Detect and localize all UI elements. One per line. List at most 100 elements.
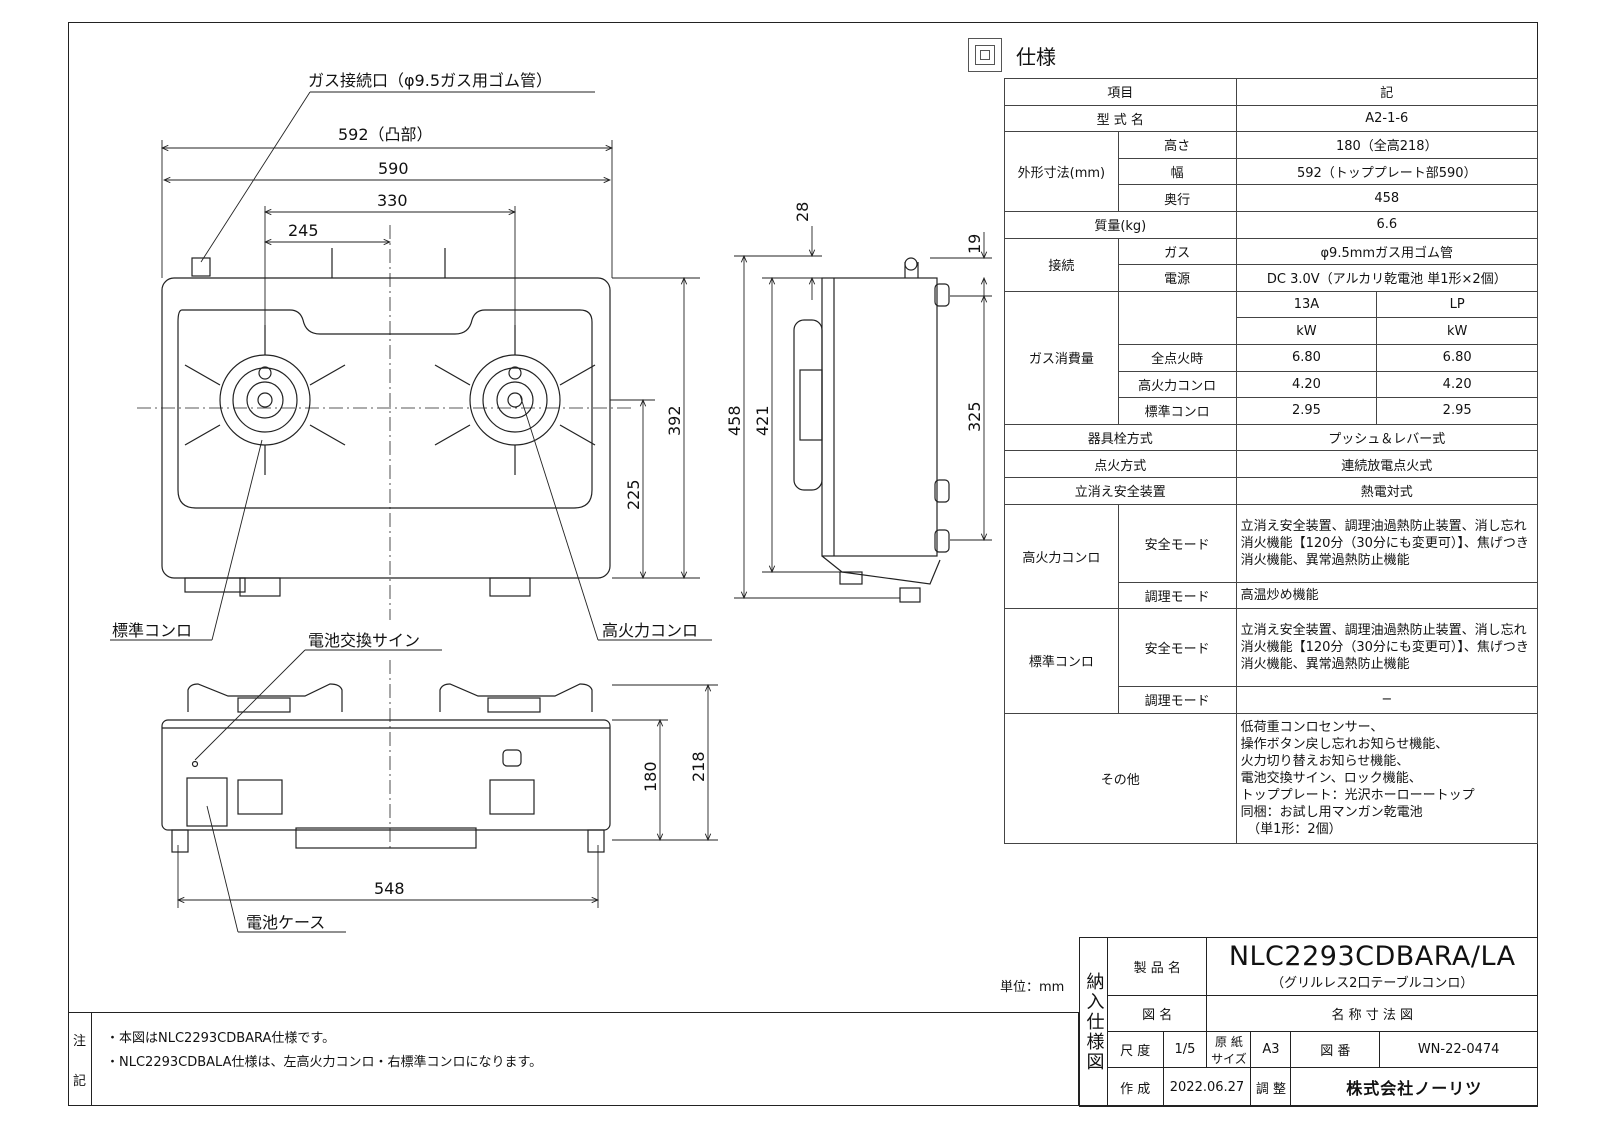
- other-line: （単1形：2個）: [1240, 821, 1342, 837]
- other-features-cell: 低荷重コンロセンサー、 操作ボタン戻し忘れお知らせ機能、 火力切り替えお知らせ機…: [1235, 712, 1539, 844]
- spec-title-text: 仕様: [1016, 44, 1056, 69]
- drawing-name: 名 称 寸 法 図: [1206, 995, 1538, 1032]
- other-line: 低荷重コンロセンサー、: [1240, 719, 1384, 735]
- spec-table: 項目 記 型 式 名 A2-1-6 外形寸法(mm) 高さ 180（全高218）…: [1004, 78, 1539, 844]
- paper-size-label: 原 紙 サイズ: [1206, 1031, 1252, 1068]
- dim-592-label: 592（凸部）: [338, 125, 433, 144]
- table-row: 質量(kg) 6.6: [1004, 210, 1539, 239]
- table-cell: 6.80: [1376, 343, 1538, 372]
- table-cell: 調理モード: [1117, 686, 1237, 714]
- table-row: 高火力コンロ 安全モード 立消え安全装置、調理油過熱防止装置、消し忘れ消火機能【…: [1004, 503, 1539, 610]
- scale-value: 1/5: [1162, 1031, 1208, 1068]
- table-cell: 6.80: [1235, 343, 1378, 372]
- table-cell: 接続: [1004, 237, 1119, 292]
- table-cell: 高温炒め機能: [1235, 581, 1539, 610]
- table-row: 高火力コンロ 4.20 4.20: [1005, 370, 1538, 399]
- table-cell: 幅: [1117, 157, 1237, 186]
- table-cell: A2-1-6: [1235, 104, 1539, 133]
- table-row: 幅 592（トッププレート部590）: [1005, 157, 1539, 186]
- table-cell: その他: [1004, 712, 1237, 844]
- table-row: 調理モード −: [1005, 686, 1539, 714]
- dim-28-label: 28: [793, 202, 812, 222]
- table-row: その他 低荷重コンロセンサー、 操作ボタン戻し忘れお知らせ機能、 火力切り替えお…: [1004, 712, 1539, 844]
- table-cell: 立消え安全装置、調理油過熱防止装置、消し忘れ消火機能【120分（30分にも変更可…: [1235, 608, 1539, 688]
- table-cell: 高さ: [1117, 131, 1237, 159]
- notes-box: 注 記 ・本図はNLC2293CDBARA仕様です。 ・NLC2293CDBAL…: [68, 1012, 1079, 1106]
- table-cell: 点火方式: [1004, 450, 1237, 478]
- table-row: 接続 ガス φ9.5mmガス用ゴム管: [1004, 237, 1539, 292]
- table-cell: 標準コンロ: [1117, 397, 1237, 425]
- table-cell: 立消え安全装置: [1004, 476, 1237, 505]
- adjust-label: 調 整: [1250, 1067, 1292, 1107]
- dim-458-label: 458: [725, 405, 744, 436]
- battery-case-label: 電池ケース: [246, 913, 325, 932]
- other-line: 火力切り替えお知らせ機能、: [1240, 753, 1410, 769]
- table-cell: 調理モード: [1117, 581, 1237, 610]
- table-cell: 高火力コンロ: [1004, 503, 1119, 610]
- spec-title: 仕様: [968, 38, 1056, 72]
- table-cell: 4.20: [1235, 370, 1378, 399]
- product-name: NLC2293CDBARA/LA: [1228, 941, 1516, 972]
- table-cell: 4.20: [1376, 370, 1538, 399]
- note-line: ・NLC2293CDBALA仕様は、左高火力コンロ・右標準コンロになります。: [106, 1055, 543, 1070]
- dim-392-label: 392: [665, 405, 684, 436]
- table-cell: 458: [1235, 184, 1539, 212]
- high-burner-label: 高火力コンロ: [602, 621, 698, 640]
- square-icon: [968, 38, 1002, 72]
- table-cell: 安全モード: [1117, 608, 1237, 688]
- other-line: 同梱：お試し用マンガン乾電池: [1240, 804, 1423, 820]
- side-view: [793, 257, 950, 603]
- table-row: 奥行 458: [1005, 184, 1539, 212]
- table-cell: 連続放電点火式: [1235, 450, 1539, 478]
- table-cell: 器具栓方式: [1004, 423, 1237, 452]
- table-cell: 592（トッププレート部590）: [1235, 157, 1539, 186]
- table-cell: 13A: [1235, 290, 1378, 319]
- table-cell: φ9.5mmガス用ゴム管: [1235, 237, 1539, 266]
- dim-325-label: 325: [965, 401, 984, 432]
- unit-label: 単位：mm: [1000, 980, 1065, 995]
- table-cell: 記: [1235, 78, 1539, 106]
- table-cell: 高火力コンロ: [1117, 370, 1237, 399]
- table-cell: 熱電対式: [1235, 476, 1539, 505]
- table-cell: LP: [1376, 290, 1538, 319]
- table-cell: 6.6: [1235, 210, 1539, 239]
- technical-drawing: ガス接続口（φ9.5ガス用ゴム管） 592（凸部） 590 330 245 39…: [110, 71, 992, 933]
- table-cell: 180（全高218）: [1235, 131, 1539, 159]
- dim-225-label: 225: [624, 479, 643, 510]
- dim-19-label: 19: [965, 234, 984, 254]
- table-cell: 2.95: [1376, 397, 1538, 425]
- table-cell: 2.95: [1235, 397, 1378, 425]
- table-row: 器具栓方式 プッシュ＆レバー式: [1004, 423, 1539, 452]
- drawing-frame: [68, 22, 1538, 1106]
- table-row: 外形寸法(mm) 高さ 180（全高218）: [1004, 131, 1539, 212]
- standard-burner-label: 標準コンロ: [112, 621, 192, 640]
- table-row: 型 式 名 A2-1-6: [1004, 104, 1539, 133]
- table-cell: 外形寸法(mm): [1004, 131, 1119, 212]
- company-logo: 株式会社ノーリツ: [1290, 1067, 1538, 1107]
- notes-label-bottom: 記: [72, 1074, 86, 1090]
- dim-180-label: 180: [641, 761, 660, 792]
- table-cell: ガス消費量: [1004, 290, 1119, 425]
- notes-label-top: 注: [72, 1033, 86, 1049]
- dim-590-label: 590: [378, 159, 409, 178]
- table-row: 点火方式 連続放電点火式: [1004, 450, 1539, 478]
- table-row: 調理モード 高温炒め機能: [1005, 581, 1539, 610]
- dim-245-label: 245: [288, 221, 319, 240]
- table-cell: プッシュ＆レバー式: [1235, 423, 1539, 452]
- table-cell: −: [1235, 686, 1539, 714]
- table-cell: DC 3.0V（アルカリ乾電池 単1形×2個）: [1235, 264, 1539, 292]
- created-date: 2022.06.27: [1162, 1067, 1252, 1107]
- created-label: 作 成: [1106, 1067, 1164, 1107]
- table-row: 標準コンロ 安全モード 立消え安全装置、調理油過熱防止装置、消し忘れ消火機能【1…: [1004, 608, 1539, 714]
- table-row: 立消え安全装置 熱電対式: [1004, 476, 1539, 505]
- table-cell: ガス: [1117, 237, 1237, 266]
- product-name-label: 製 品 名: [1106, 937, 1208, 996]
- other-line: 電池交換サイン、ロック機能、: [1240, 770, 1422, 786]
- table-cell: 全点火時: [1117, 343, 1237, 372]
- gas-inlet-label: ガス接続口（φ9.5ガス用ゴム管）: [308, 71, 552, 90]
- table-row: kW kW: [1005, 317, 1538, 345]
- table-cell: [1117, 290, 1237, 345]
- scale-label: 尺 度: [1106, 1031, 1164, 1068]
- title-block: 納入仕様図 製 品 名 NLC2293CDBARA/LA （グリルレス2口テーブ…: [1079, 937, 1538, 1107]
- dim-548-label: 548: [374, 879, 405, 898]
